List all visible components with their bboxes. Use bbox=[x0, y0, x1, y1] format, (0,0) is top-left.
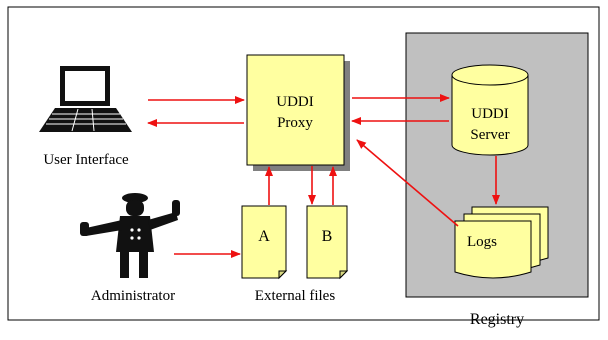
user-interface-label: User Interface bbox=[43, 152, 129, 168]
logs-label: Logs bbox=[467, 234, 497, 250]
arrow-logs-to-proxy bbox=[356, 139, 459, 227]
server-label-line2: Server bbox=[470, 127, 509, 143]
external-files-label: External files bbox=[255, 288, 336, 304]
laptop-icon bbox=[39, 66, 132, 132]
administrator-label: Administrator bbox=[91, 288, 175, 304]
external-file-a bbox=[241, 205, 288, 280]
file-b-label: B bbox=[322, 228, 333, 245]
uddi-proxy-node bbox=[246, 54, 350, 171]
traffic-officer-icon bbox=[80, 193, 180, 278]
proxy-label-line1: UDDI bbox=[276, 94, 314, 110]
proxy-label-line2: Proxy bbox=[277, 115, 313, 131]
document-stack-icon bbox=[454, 206, 549, 279]
external-file-b bbox=[306, 205, 349, 280]
connection-arrows bbox=[147, 94, 500, 258]
file-a-label: A bbox=[258, 228, 270, 245]
server-label-line1: UDDI bbox=[471, 106, 509, 122]
database-cylinder-icon bbox=[451, 64, 529, 156]
registry-label: Registry bbox=[470, 311, 524, 328]
